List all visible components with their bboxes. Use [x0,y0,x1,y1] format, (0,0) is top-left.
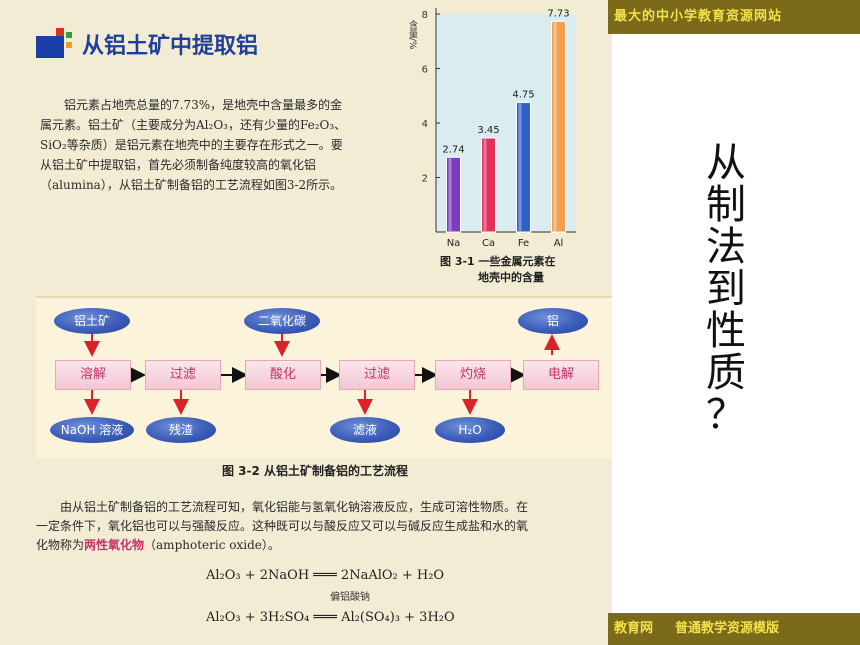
bar [481,137,496,233]
step-acidify: 酸化 [245,360,321,390]
bar [551,20,566,233]
banner-bottom-left: 教育网 [614,621,654,636]
section-title: 从铝土矿中提取铝 [82,34,259,59]
input-bauxite: 铝土矿 [54,308,130,334]
side-title-char: 性 [706,308,746,354]
y-tick-label: 8 [422,10,428,21]
side-title-char: 从 [706,140,746,186]
step-dissolve: 溶解 [55,360,131,390]
x-tick-label: Na [447,238,461,249]
output-filtrate: 滤液 [330,417,400,443]
y-axis-label: 含量/% [407,19,418,50]
site-banner-bottom: 教育网 普通教学资源模版 [608,613,860,645]
data-label: 7.73 [547,8,569,19]
chart-caption: 图 3-1 一些金属元素在 地壳中的含量 [440,254,556,286]
para-text: （amphoteric oxide）。 [144,538,280,552]
step-electrolysis: 电解 [523,360,599,390]
chart-caption-line: 图 3-1 一些金属元素在 [440,255,556,268]
input-co2: 二氧化碳 [244,308,320,334]
flow-caption: 图 3-2 从铝土矿制备铝的工艺流程 [222,464,409,478]
side-title-char: 法 [706,224,746,270]
step-filter-2: 过滤 [339,360,415,390]
side-title: 从 制 法 到 性 质 ？ [700,142,752,436]
amphoteric-paragraph: 由从铝土矿制备铝的工艺流程可知，氧化铝能与氢氧化钠溶液反应，生成可溶性物质。在 … [36,498,612,555]
x-tick-label: Fe [518,238,529,249]
textbook-page: 从铝土矿中提取铝 铝元素占地壳总量的7.73%，是地壳中含量最多的金 属元素。铝… [0,0,612,645]
bar-highlight [448,158,452,231]
bar-highlight [518,103,522,231]
section-logo-icon [36,28,76,58]
site-banner-top: 最大的中小学教育资源网站 [608,0,860,34]
x-tick-label: Al [554,238,564,249]
y-tick-label: 4 [422,119,428,130]
intro-paragraph: 铝元素占地壳总量的7.73%，是地壳中含量最多的金 属元素。铝土矿（主要成分为A… [40,95,402,195]
data-label: 4.75 [512,90,534,101]
para-text: 化物称为 [36,538,85,552]
step-filter-1: 过滤 [145,360,221,390]
data-label: 2.74 [442,144,464,155]
bar [446,156,461,233]
highlight-term: 两性氧化物 [84,538,145,552]
data-label: 3.45 [477,125,499,136]
side-title-char: 制 [706,182,746,228]
intro-line: 铝元素占地壳总量的7.73%，是地壳中含量最多的金 [64,98,343,112]
intro-line: 属元素。铝土矿（主要成分为Al₂O₃，还有少量的Fe₂O₃、 [40,118,347,132]
output-water: H₂O [435,417,505,443]
y-tick-label: 2 [422,174,428,185]
equation-1: Al₂O₃ + 2NaOH ═══ 2NaAlO₂ + H₂O [206,568,445,583]
flow-arrows [84,334,560,415]
equation-2: Al₂O₃ + 3H₂SO₄ ═══ Al₂(SO₄)₃ + 3H₂O [206,610,455,625]
intro-line: （alumina），从铝土矿制备铝的工艺流程如图3-2所示。 [40,178,343,192]
bar [516,102,531,233]
bar-highlight [553,22,557,232]
output-naoh: NaOH 溶液 [50,417,134,443]
intro-line: SiO₂等杂质）是铝元素在地壳中的主要存在形式之一。要 [40,138,343,152]
side-title-char: ？ [706,392,746,438]
para-line: 一定条件下，氧化铝也可以与强酸反应。这种既可以与酸反应又可以与碱反应生成盐和水的… [36,519,529,533]
side-title-char: 到 [706,266,746,312]
para-line: 化物称为两性氧化物（amphoteric oxide）。 [36,536,612,555]
side-title-char: 质 [706,350,746,396]
bar-highlight [483,138,487,231]
output-aluminum: 铝 [518,308,588,334]
intro-line: 从铝土矿中提取铝，首先必须制备纯度较高的氧化铝 [40,158,317,172]
equation-1-note: 偏铝酸钠 [330,592,370,603]
output-residue: 残渣 [146,417,216,443]
y-tick-label: 6 [422,65,428,76]
chart-caption-line: 地壳中的含量 [478,271,544,284]
para-line: 由从铝土矿制备铝的工艺流程可知，氧化铝能与氢氧化钠溶液反应，生成可溶性物质。在 [60,500,529,514]
step-calcine: 灼烧 [435,360,511,390]
banner-bottom-right: 普通教学资源模版 [675,621,780,636]
x-tick-label: Ca [482,238,495,249]
